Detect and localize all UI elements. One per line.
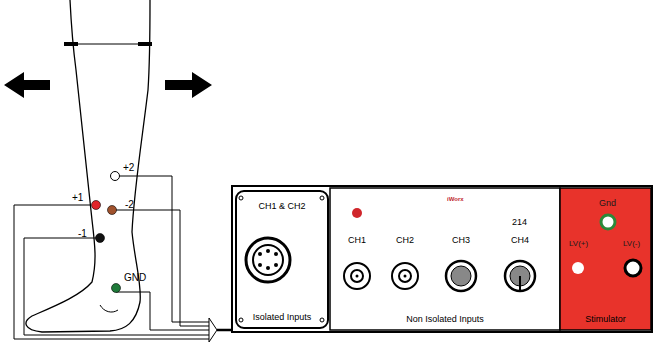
bnc-connector <box>392 263 418 289</box>
din-connector <box>246 238 290 282</box>
logo-text: iWorx <box>447 196 464 202</box>
electrode <box>112 284 121 293</box>
thigh-band <box>64 42 78 46</box>
device-housing <box>232 186 652 332</box>
channel-label: CH3 <box>452 236 470 245</box>
terminal-label: LV(+) <box>569 240 588 248</box>
lv-minus-jack <box>625 260 641 276</box>
right-arrow <box>165 72 212 98</box>
electrode <box>111 172 120 181</box>
model-number: 214 <box>512 218 527 227</box>
din-connector <box>505 261 535 291</box>
power-led <box>352 208 362 218</box>
electrode-label: -1 <box>78 229 87 239</box>
leg-outline <box>26 0 150 332</box>
screw <box>320 318 324 322</box>
electrode <box>96 234 105 243</box>
terminal-label: Gnd <box>599 199 616 208</box>
electrode-label: +1 <box>72 193 83 203</box>
screw <box>239 318 243 322</box>
panel-label: Isolated Inputs <box>253 312 312 322</box>
channel-label: CH1 <box>348 236 366 245</box>
panel-label: Stimulator <box>585 314 626 324</box>
cable-plug <box>209 318 217 342</box>
stimulator-panel <box>560 188 651 330</box>
screw <box>239 196 243 200</box>
channel-label: CH2 <box>396 236 414 245</box>
lv-plus-jack <box>572 262 584 274</box>
gnd-jack <box>601 215 615 229</box>
terminal-label: LV(-) <box>623 240 640 248</box>
electrode <box>92 201 101 210</box>
stimulator-panel: Stimulator <box>562 190 649 328</box>
electrode-label: -2 <box>125 200 134 210</box>
screw <box>320 196 324 200</box>
electrode-label: +2 <box>123 163 134 173</box>
electrode-wires <box>14 176 210 339</box>
channel-label: CH4 <box>511 236 529 245</box>
panel-label: Non Isolated Inputs <box>406 314 484 324</box>
electrode <box>108 206 117 215</box>
isolated-panel: CH1 & CH2Isolated Inputs <box>238 195 326 326</box>
non-isolated-panel: Non Isolated Inputs <box>332 190 558 328</box>
isolated-panel <box>236 191 328 328</box>
logo <box>440 193 470 205</box>
thigh-band <box>78 44 138 45</box>
non-isolated-panel <box>330 188 560 330</box>
left-arrow <box>4 72 50 98</box>
bnc-connector <box>344 263 370 289</box>
electrode-label: GND <box>124 273 146 283</box>
ankle-line <box>100 305 118 312</box>
din-connector <box>446 261 476 291</box>
thigh-band <box>138 42 152 46</box>
port-label: CH1 & CH2 <box>258 201 305 211</box>
